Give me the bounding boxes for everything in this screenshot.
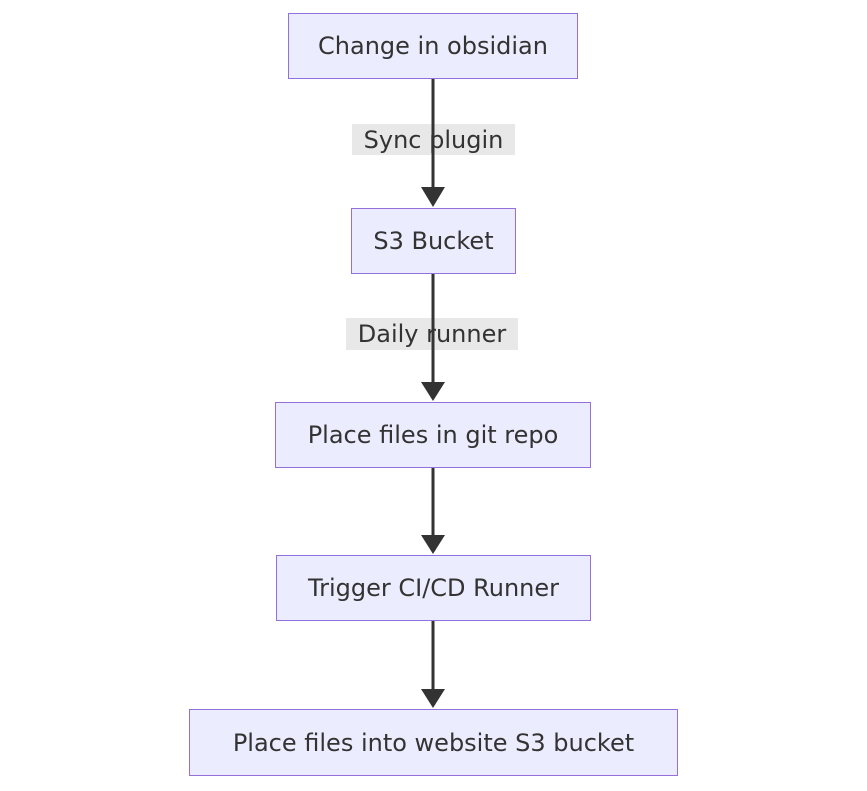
arrowhead-icon bbox=[421, 187, 445, 207]
arrowhead-icon bbox=[421, 382, 445, 401]
node-trigger-ci-cd-runner: Trigger CI/CD Runner bbox=[276, 555, 591, 621]
node-place-files-in-git-repo: Place files in git repo bbox=[275, 402, 591, 468]
node-s3-bucket: S3 Bucket bbox=[351, 208, 516, 274]
arrowhead-icon bbox=[421, 535, 445, 554]
node-place-files-into-website-s3-bucket: Place files into website S3 bucket bbox=[189, 709, 678, 776]
node-change-in-obsidian: Change in obsidian bbox=[288, 13, 578, 79]
arrowhead-icon bbox=[421, 689, 445, 708]
